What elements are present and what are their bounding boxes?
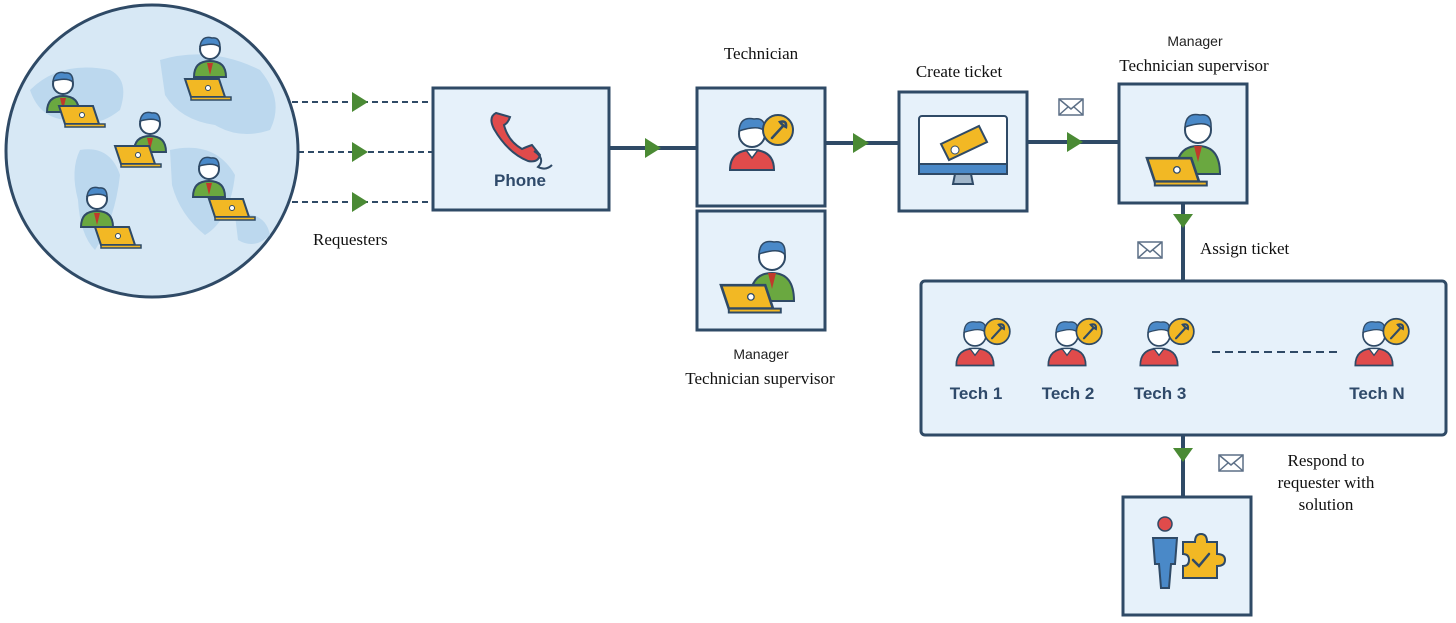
manager-box-bottom <box>695 209 827 332</box>
respond-label-line-1: Respond to <box>1288 451 1365 470</box>
flow-arrow-icon <box>352 92 368 112</box>
tech-3-label: Tech 3 <box>1134 384 1187 403</box>
respond-label-line-3: solution <box>1299 495 1354 514</box>
tech-2-label: Tech 2 <box>1042 384 1095 403</box>
create-ticket-box <box>897 90 1029 213</box>
monitor-ticket-icon <box>918 115 1008 185</box>
respond-label-line-2: requester with <box>1278 473 1375 492</box>
technician-box <box>695 86 827 208</box>
technician-supervisor-label-top: Technician supervisor <box>1119 56 1269 75</box>
technician-supervisor-label-bottom: Technician supervisor <box>685 369 835 388</box>
manager-label-bottom: Manager <box>733 346 789 362</box>
tech-team-box: Tech 1 Tech 2 Tech 3 Tech N <box>919 279 1448 437</box>
create-ticket-label: Create ticket <box>916 62 1003 81</box>
phone-box: Phone <box>431 86 611 212</box>
manager-laptop-icon <box>719 240 796 314</box>
envelope-icon <box>1058 98 1084 116</box>
phone-label: Phone <box>494 171 546 190</box>
technician-label: Technician <box>724 44 799 63</box>
flow-arrow-icon <box>645 138 661 158</box>
person-puzzle-icon <box>1151 516 1227 589</box>
flow-arrow-icon <box>1173 214 1193 228</box>
phone-icon <box>490 111 553 170</box>
manager-label-top: Manager <box>1167 33 1223 49</box>
requester-phone-connectors <box>292 92 433 212</box>
response-box <box>1121 495 1253 617</box>
tech-n-label: Tech N <box>1349 384 1404 403</box>
flow-arrow-icon <box>352 142 368 162</box>
flow-arrow-icon <box>853 133 869 153</box>
flow-arrow-icon <box>1067 132 1083 152</box>
flow-arrow-icon <box>1173 448 1193 462</box>
flow-arrow-icon <box>352 192 368 212</box>
requesters-label: Requesters <box>313 230 388 249</box>
manager-box-top <box>1117 82 1249 205</box>
manager-laptop-icon <box>1145 113 1222 187</box>
envelope-icon <box>1218 454 1244 472</box>
assign-ticket-label: Assign ticket <box>1200 239 1290 258</box>
requesters-globe <box>4 3 300 299</box>
tech-1-label: Tech 1 <box>950 384 1003 403</box>
envelope-icon <box>1137 241 1163 259</box>
